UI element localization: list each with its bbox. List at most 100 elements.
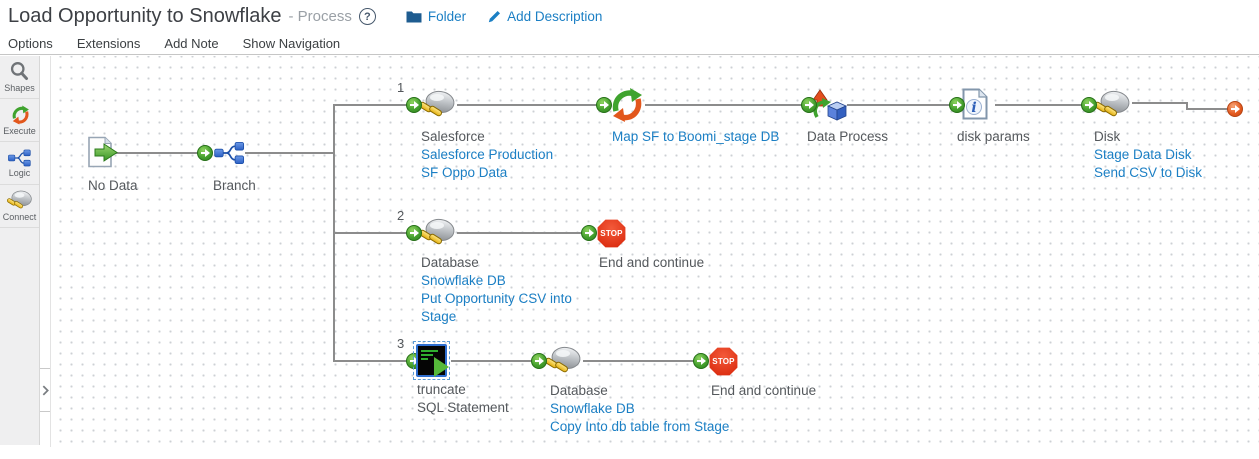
connection-point[interactable] (406, 225, 422, 241)
branch-shape-icon[interactable] (213, 141, 247, 165)
edge (583, 360, 698, 362)
component-link[interactable]: Stage Data Disk (1094, 147, 1192, 162)
palette-item-connect[interactable]: Connect (0, 185, 39, 228)
connection-point[interactable] (596, 97, 612, 113)
chevron-right-icon (42, 385, 49, 395)
program-command-shape-selected[interactable] (413, 341, 450, 380)
branch-number-3: 3 (397, 336, 405, 351)
collapse-panel-button[interactable] (40, 368, 50, 412)
menu-bar: Options Extensions Add Note Show Navigat… (0, 33, 1259, 55)
execute-icon (10, 104, 30, 125)
component-link[interactable]: Salesforce Production (421, 147, 554, 162)
connection-point[interactable] (949, 97, 965, 113)
page-title: Load Opportunity to Snowflake (8, 5, 282, 27)
edge (847, 104, 954, 106)
branch-fork-icon (7, 148, 31, 167)
search-icon (10, 61, 28, 80)
edge (645, 104, 805, 106)
node-label-end-continue: End and continue (711, 383, 817, 398)
edge (333, 104, 411, 106)
branch-number-1: 1 (397, 80, 405, 95)
edge (1186, 108, 1230, 110)
menu-add-note[interactable]: Add Note (164, 36, 219, 51)
palette-item-execute[interactable]: Execute (0, 99, 39, 142)
terminal-icon (416, 344, 449, 377)
node-label-database-put: Database Snowflake DB Put Opportunity CS… (421, 254, 591, 326)
edge (451, 360, 536, 362)
component-link[interactable]: Put Opportunity CSV into Stage (421, 291, 572, 324)
component-link[interactable]: Snowflake DB (550, 401, 635, 416)
node-title: Database (550, 383, 608, 398)
branch-number-2: 2 (397, 208, 405, 223)
node-label-branch: Branch (213, 178, 256, 193)
salesforce-connector-icon[interactable] (418, 90, 456, 120)
connection-point[interactable] (197, 145, 213, 161)
add-description-label: Add Description (507, 9, 603, 24)
panel-collapser-strip (40, 56, 51, 447)
folder-label: Folder (427, 9, 467, 24)
node-title: Database (421, 255, 479, 270)
node-title: truncate (417, 382, 466, 397)
edge (333, 360, 411, 362)
node-title: Salesforce (421, 129, 485, 144)
palette-item-shapes[interactable]: Shapes (0, 56, 39, 99)
palette-label: Shapes (4, 83, 35, 93)
edge (1186, 102, 1188, 110)
bottom-scroll-strip[interactable] (0, 447, 1259, 459)
process-type-label: - Process (288, 8, 352, 25)
node-title: Disk (1094, 129, 1121, 144)
end-point[interactable] (1227, 101, 1243, 117)
database-connector-icon[interactable] (418, 218, 456, 248)
component-link[interactable]: Send CSV to Disk (1094, 165, 1203, 180)
folder-button[interactable]: Folder (406, 9, 466, 24)
node-label-end-continue: End and continue (599, 255, 705, 270)
connection-point[interactable] (581, 225, 597, 241)
component-link[interactable]: Copy Into db table from Stage (550, 419, 730, 434)
menu-extensions[interactable]: Extensions (76, 36, 141, 51)
add-description-button[interactable]: Add Description (488, 9, 602, 24)
edge (110, 152, 200, 154)
shape-palette: Shapes Execute Logic Connect (0, 56, 40, 445)
process-canvas[interactable]: 1 2 3 No Data Branch Salesforce Salesfor… (51, 56, 1259, 447)
start-shape-no-data-icon[interactable] (87, 136, 119, 168)
help-icon[interactable]: ? (358, 8, 376, 25)
palette-label: Execute (3, 125, 36, 136)
edge (995, 104, 1085, 106)
edge (457, 104, 599, 106)
pencil-icon (488, 11, 501, 23)
connection-point[interactable] (531, 353, 547, 369)
node-label-disk: Disk Stage Data Disk Send CSV to Disk (1094, 128, 1202, 182)
play-triangle-icon (434, 357, 449, 377)
folder-icon (406, 11, 422, 23)
menu-show-navigation[interactable]: Show Navigation (242, 36, 341, 51)
connection-point[interactable] (801, 97, 817, 113)
connection-point[interactable] (693, 353, 709, 369)
disk-connector-icon[interactable] (1093, 90, 1131, 120)
menu-options[interactable]: Options (8, 36, 53, 51)
node-label-salesforce: Salesforce Salesforce Production SF Oppo… (421, 128, 553, 182)
node-label-no-data: No Data (88, 178, 138, 193)
title-bar: Load Opportunity to Snowflake - Process … (0, 0, 1259, 33)
stop-shape-icon[interactable]: STOP (597, 219, 626, 248)
component-link[interactable]: Map SF to Boomi_stage DB (612, 129, 780, 144)
node-label-data-process: Data Process (807, 129, 889, 144)
node-label-map: Map SF to Boomi_stage DB (612, 128, 779, 146)
edge (1132, 102, 1188, 104)
connection-point[interactable] (1081, 97, 1097, 113)
palette-label: Logic (8, 167, 31, 178)
node-subtitle: SQL Statement (417, 400, 509, 415)
palette-item-logic[interactable]: Logic (0, 142, 39, 185)
component-link[interactable]: SF Oppo Data (421, 165, 508, 180)
palette-label: Connect (2, 212, 37, 222)
edge (245, 152, 335, 154)
database-connector-icon[interactable] (544, 346, 582, 376)
component-link[interactable]: Snowflake DB (421, 273, 506, 288)
edge (457, 232, 585, 234)
edge (333, 232, 411, 234)
node-label-disk-params: disk params (957, 129, 1030, 144)
connection-point[interactable] (406, 97, 422, 113)
message-shape-icon[interactable] (962, 88, 988, 120)
connector-plug-icon (6, 190, 33, 210)
stop-shape-icon[interactable]: STOP (709, 347, 738, 376)
map-shape-icon[interactable] (607, 87, 645, 123)
